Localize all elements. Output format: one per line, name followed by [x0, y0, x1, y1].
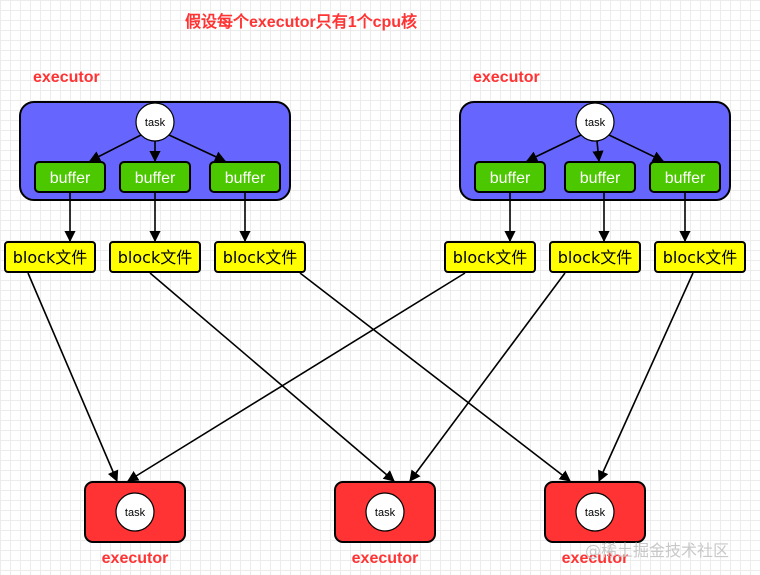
edge-block-reduce [127, 272, 466, 482]
task-label: task [585, 507, 606, 519]
block-file-node [654, 241, 746, 273]
block-file-node [4, 241, 96, 273]
reduce-executors: task executor task executor task executo… [84, 481, 646, 567]
block-files: block文件 block文件 block文件 block文件 block文件 … [4, 241, 746, 273]
executor-label: executor [473, 69, 540, 86]
block-file-label: block文件 [453, 248, 527, 267]
buffer-node [209, 161, 281, 193]
block-file-node [444, 241, 536, 273]
edge-block-reduce [27, 272, 119, 483]
edge-task-buffer [168, 134, 227, 162]
block-file-node [214, 241, 306, 273]
edge-task-buffer [525, 134, 582, 162]
executor-label: executor [33, 69, 100, 86]
block-file-label: block文件 [118, 248, 192, 267]
buffer-label: buffer [50, 170, 91, 187]
watermark-text: @稀土掘金技术社区 [585, 541, 729, 560]
block-file-label: block文件 [13, 248, 87, 267]
buffer-node [34, 161, 106, 193]
edge-task-buffer [608, 134, 665, 162]
map-executor-left: executor task buffer buffer buffer [19, 69, 291, 201]
edges [27, 134, 694, 483]
task-node [575, 492, 615, 532]
executor-label: executor [352, 550, 419, 567]
task-node [115, 492, 155, 532]
block-file-label: block文件 [558, 248, 632, 267]
task-label: task [145, 117, 166, 129]
buffer-label: buffer [665, 170, 706, 187]
task-node [365, 492, 405, 532]
buffer-node [649, 161, 721, 193]
edge-task-buffer [592, 140, 604, 163]
buffer-label: buffer [225, 170, 266, 187]
map-executor-right: executor task buffer buffer buffer [459, 69, 731, 201]
edge-task-buffer [89, 134, 142, 162]
buffer-label: buffer [580, 170, 621, 187]
edge-block-reduce [149, 272, 395, 482]
block-file-label: block文件 [663, 248, 737, 267]
buffer-label: buffer [135, 170, 176, 187]
buffer-label: buffer [490, 170, 531, 187]
task-label: task [585, 117, 606, 129]
task-label: task [125, 507, 146, 519]
task-node [575, 102, 615, 142]
block-file-node [549, 241, 641, 273]
executor-label: executor [102, 550, 169, 567]
edge-block-reduce [409, 272, 566, 482]
edge-block-reduce [299, 272, 571, 482]
task-label: task [375, 507, 396, 519]
buffer-node [474, 161, 546, 193]
block-file-label: block文件 [223, 248, 297, 267]
edge-block-reduce [598, 272, 694, 483]
executor-label: executor [562, 550, 629, 567]
diagram-title: 假设每个executor只有1个cpu核 [185, 12, 417, 31]
